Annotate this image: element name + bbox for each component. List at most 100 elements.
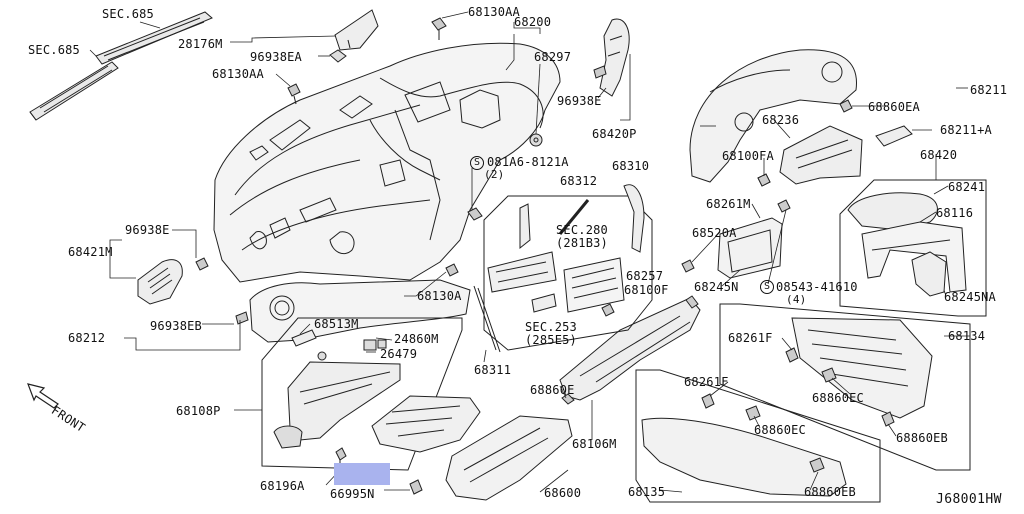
glovebox-lid-68108p — [273, 361, 401, 449]
label-68860e[interactable]: 68860E — [530, 383, 575, 397]
label-68310[interactable]: 68310 — [612, 159, 650, 173]
label-68261f-right[interactable]: 68261F — [728, 331, 773, 345]
label-68100fa[interactable]: 68100FA — [722, 149, 774, 163]
label-68134[interactable]: 68134 — [948, 329, 986, 343]
label-081a6[interactable]: 081A6-8121A — [487, 155, 569, 169]
instrument-panel — [213, 42, 561, 283]
glovebox-door-68600 — [445, 415, 573, 501]
label-68513m[interactable]: 68513M — [314, 317, 359, 331]
leader-lines — [89, 11, 970, 493]
screw-68100fa — [757, 173, 771, 187]
label-68860eb-right[interactable]: 68860EB — [896, 431, 948, 445]
clip-68860eb-mid — [809, 457, 825, 473]
label-68311[interactable]: 68311 — [474, 363, 512, 377]
label-96938e-top[interactable]: 96938E — [557, 94, 602, 108]
display-lid-68241 — [847, 192, 938, 231]
clip-96938ea — [329, 49, 347, 63]
label-68297[interactable]: 68297 — [534, 50, 572, 64]
label-sec253[interactable]: SEC.253 — [525, 320, 577, 334]
label-68200[interactable]: 68200 — [514, 15, 552, 29]
display-bracket-68245na — [911, 251, 947, 297]
label-sec685-top[interactable]: SEC.685 — [102, 7, 154, 21]
label-sec685-left[interactable]: SEC.685 — [28, 43, 80, 57]
label-sec253-sub: (285E5) — [525, 333, 577, 347]
diagram-code: J68001HW — [936, 492, 1002, 507]
label-24860m[interactable]: 24860M — [394, 332, 439, 346]
label-68135[interactable]: 68135 — [628, 485, 666, 499]
label-68241[interactable]: 68241 — [948, 180, 986, 194]
clip-68860ec-mid — [745, 405, 761, 421]
radio-bezel — [487, 203, 557, 293]
label-68108p[interactable]: 68108P — [176, 404, 221, 418]
label-08543-qty: (4) — [786, 293, 807, 306]
label-96938eb[interactable]: 96938EB — [150, 319, 202, 333]
label-68312[interactable]: 68312 — [560, 174, 598, 188]
audio-unit-68257 — [563, 257, 625, 313]
label-sec280-sub: (281B3) — [556, 236, 608, 250]
clip-66995n — [409, 479, 423, 495]
bumper-26479 — [317, 351, 327, 361]
label-68261m[interactable]: 68261M — [706, 197, 751, 211]
console-panel-68134 — [791, 317, 933, 419]
label-68212[interactable]: 68212 — [68, 331, 106, 345]
label-68130a[interactable]: 68130A — [417, 289, 462, 303]
front-arrow — [27, 383, 59, 409]
label-68130aa-top[interactable]: 68130AA — [468, 5, 520, 19]
label-68860ec-right[interactable]: 68860EC — [812, 391, 864, 405]
label-96938e-left[interactable]: 96938E — [125, 223, 170, 237]
label-68420p[interactable]: 68420P — [592, 127, 637, 141]
label-28176m[interactable]: 28176M — [178, 37, 223, 51]
bolt-symbol-081a6: S — [470, 156, 484, 170]
defroster-strip-b — [95, 11, 213, 65]
clip-68261f-right — [785, 347, 799, 363]
label-68257[interactable]: 68257 — [626, 269, 664, 283]
label-68196a[interactable]: 68196A — [260, 479, 305, 493]
trim-68211a — [875, 125, 913, 147]
label-68261f-mid[interactable]: 68261F — [684, 375, 729, 389]
label-68245na[interactable]: 68245NA — [944, 290, 996, 304]
display-unit-68261m — [717, 217, 783, 279]
clip-68860ea — [839, 99, 853, 113]
label-08543[interactable]: 08543-41610 — [776, 280, 858, 294]
glovebox-group-frame — [261, 317, 463, 471]
label-68421m[interactable]: 68421M — [68, 245, 113, 259]
label-68106m[interactable]: 68106M — [572, 437, 617, 451]
finisher-68236 — [779, 125, 863, 185]
console-panel-frame — [719, 303, 971, 471]
label-66995n[interactable]: 66995N — [330, 487, 375, 501]
label-68211[interactable]: 68211 — [970, 83, 1008, 97]
label-68600[interactable]: 68600 — [544, 486, 582, 500]
label-68116[interactable]: 68116 — [936, 206, 974, 220]
glovebox-housing — [371, 395, 481, 453]
switch-24860m — [363, 339, 387, 351]
label-68860eb-mid[interactable]: 68860EB — [804, 485, 856, 499]
label-68211a[interactable]: 68211+A — [940, 123, 992, 137]
screw-08543 — [777, 199, 791, 213]
bolt-081a6 — [467, 207, 483, 221]
label-68236[interactable]: 68236 — [762, 113, 800, 127]
clip-68261f-mid — [701, 393, 715, 409]
center-bracket-68106m — [559, 295, 701, 401]
label-68100f[interactable]: 68100F — [624, 283, 669, 297]
striker-68513m — [291, 329, 317, 347]
label-68130aa-left[interactable]: 68130AA — [212, 67, 264, 81]
side-trim-68310 — [623, 184, 645, 253]
clip-28176m — [334, 9, 379, 51]
label-96938ea[interactable]: 96938EA — [250, 50, 302, 64]
screw-68100f — [601, 303, 615, 317]
label-68860ec-mid[interactable]: 68860EC — [754, 423, 806, 437]
label-68860ea[interactable]: 68860EA — [868, 100, 920, 114]
label-26479[interactable]: 26479 — [380, 347, 418, 361]
bracket-sec253 — [531, 293, 557, 313]
screw-68130a — [445, 263, 459, 277]
bolt-symbol-08543: S — [760, 280, 774, 294]
display-frame-68116 — [861, 221, 967, 293]
label-68245n[interactable]: 68245N — [694, 280, 739, 294]
label-68420[interactable]: 68420 — [920, 148, 958, 162]
side-cover-68421m — [137, 257, 209, 305]
label-68520a[interactable]: 68520A — [692, 226, 737, 240]
screw-68130aa-left — [287, 83, 301, 105]
label-sec280[interactable]: SEC.280 — [556, 223, 608, 237]
